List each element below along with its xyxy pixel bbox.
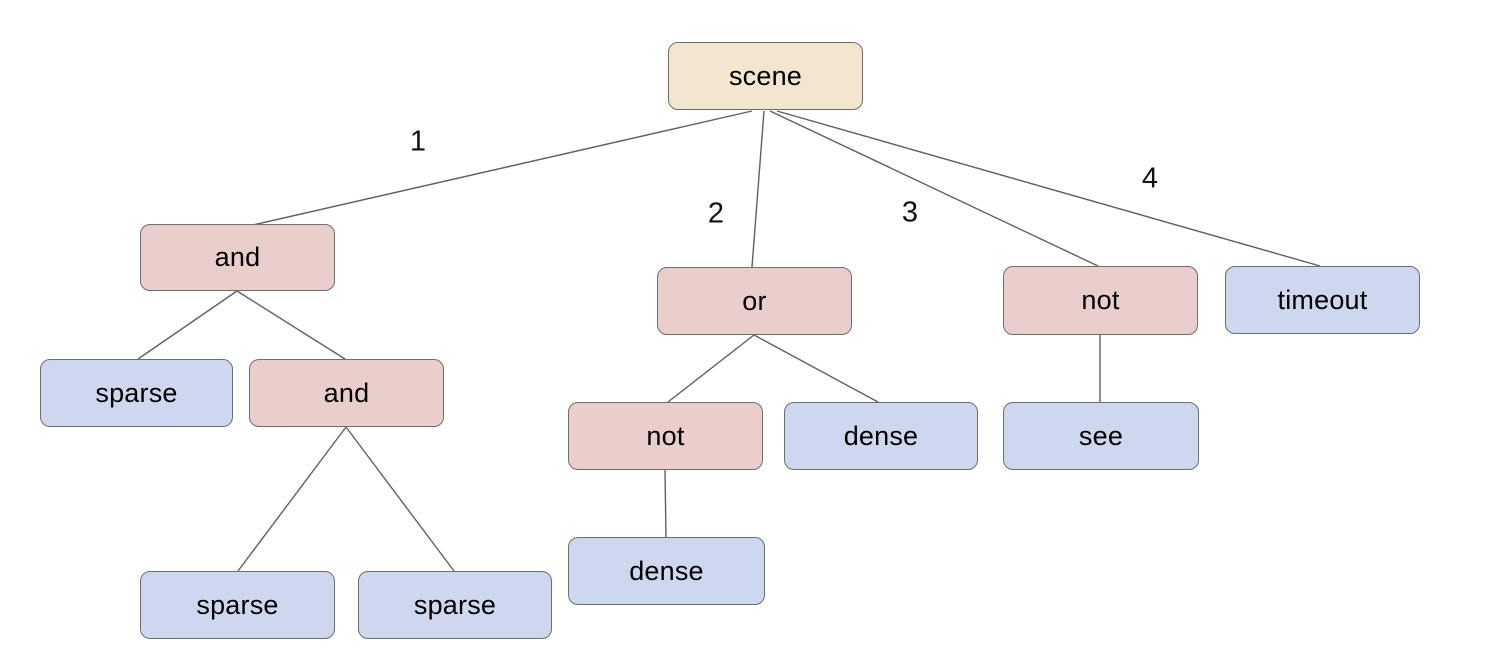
edge-and-1-to-sparse-1 bbox=[137, 290, 238, 360]
node-label: sparse bbox=[196, 589, 279, 620]
node-label: or bbox=[742, 285, 767, 316]
node-label: timeout bbox=[1277, 284, 1368, 315]
node-label: sparse bbox=[413, 589, 497, 620]
node-label: dense bbox=[629, 555, 704, 586]
node-not-1: not bbox=[1003, 266, 1198, 335]
edge-scene-to-not-1 bbox=[769, 110, 1099, 267]
node-sparse-2: sparse bbox=[140, 571, 335, 639]
node-label: see bbox=[1078, 420, 1124, 451]
edge-and-2-to-sparse-3 bbox=[345, 426, 455, 572]
edge-label-2: 2 bbox=[707, 197, 725, 230]
node-dense-1: dense bbox=[784, 402, 978, 470]
node-sparse-1: sparse bbox=[40, 359, 233, 427]
edge-or-1-to-not-2 bbox=[667, 334, 755, 403]
node-sparse-3: sparse bbox=[358, 571, 552, 639]
edge-label-3: 3 bbox=[901, 196, 919, 229]
node-and-2: and bbox=[249, 359, 444, 427]
node-label: dense bbox=[843, 420, 919, 451]
node-label: not bbox=[646, 420, 685, 451]
node-or-1: or bbox=[657, 267, 852, 335]
node-label: not bbox=[1081, 285, 1120, 315]
edge-scene-to-timeout-1 bbox=[776, 110, 1321, 267]
node-scene: scene bbox=[668, 42, 863, 110]
edge-label-4: 4 bbox=[1141, 162, 1159, 195]
edge-scene-to-or-1 bbox=[751, 110, 765, 268]
edge-scene-to-and-1 bbox=[252, 110, 753, 226]
node-see-1: see bbox=[1003, 402, 1199, 470]
node-dense-2: dense bbox=[568, 537, 765, 605]
edge-label-1: 1 bbox=[409, 125, 427, 158]
node-label: and bbox=[214, 242, 261, 272]
edge-and-2-to-sparse-2 bbox=[237, 426, 347, 572]
node-not-2: not bbox=[568, 402, 763, 470]
node-label: scene bbox=[728, 60, 803, 91]
edge-and-1-to-and-2 bbox=[236, 290, 346, 360]
node-label: sparse bbox=[95, 377, 178, 408]
edge-not-2-to-dense-2 bbox=[664, 469, 667, 538]
node-and-1: and bbox=[140, 224, 335, 291]
node-timeout-1: timeout bbox=[1225, 266, 1420, 334]
node-label: and bbox=[323, 377, 370, 408]
edge-or-1-to-dense-1 bbox=[753, 334, 879, 403]
